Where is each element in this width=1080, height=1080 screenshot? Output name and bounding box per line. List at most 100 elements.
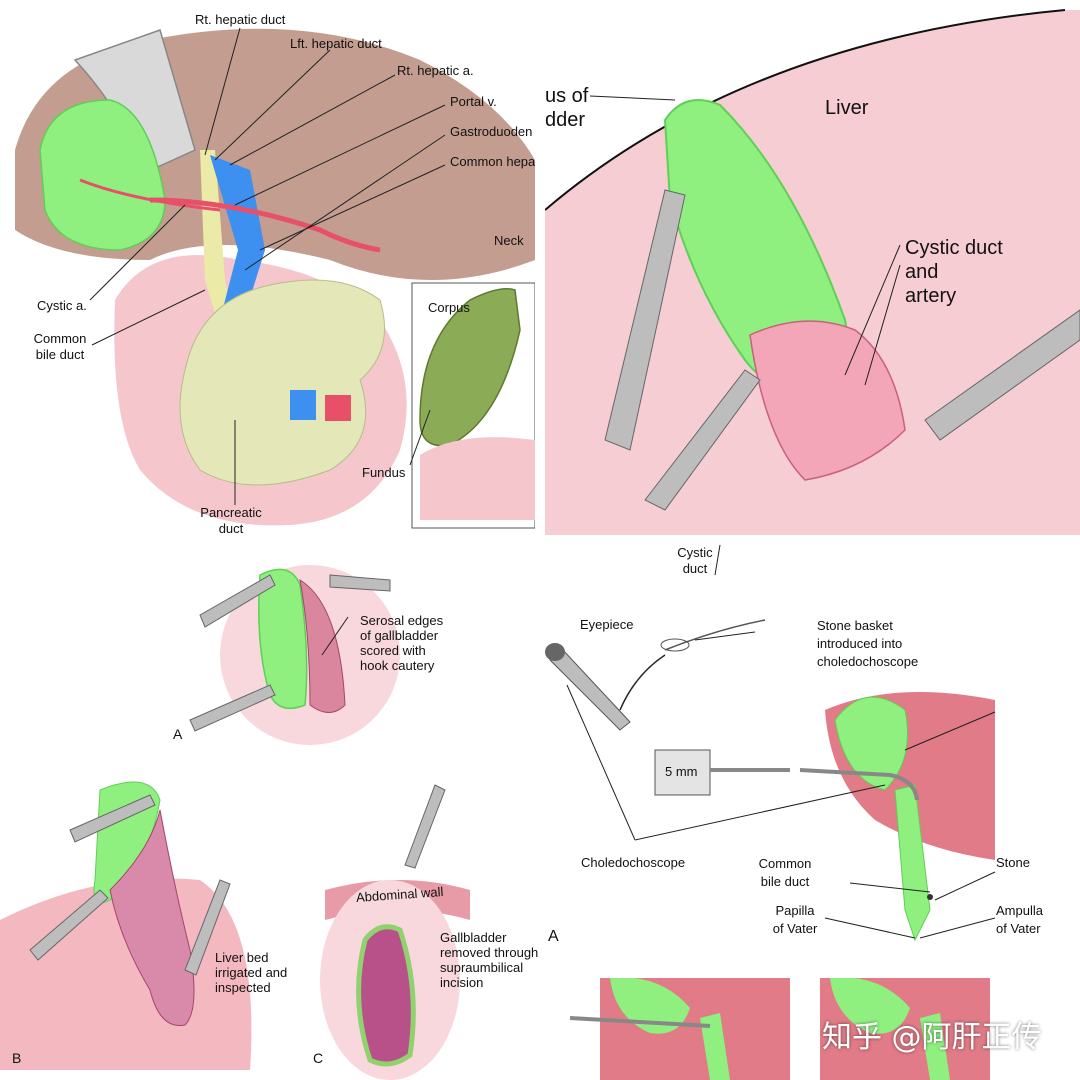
scope-body [549,649,631,731]
liver-flap-a [299,578,346,713]
label-cystic-duct-below: Cystic duct [665,545,725,577]
grasper-b-left [29,889,109,961]
dissector-left [644,369,761,511]
label-fundus-of-line2: dder [545,109,586,131]
gallbladder-wall-b [109,809,195,1027]
label-serosal-edges: Serosal edges of gallbladder scored with… [360,613,443,673]
anatomy-illustration [15,27,535,529]
grasper-a-left [199,574,276,628]
label-ampulla-line2: of Vater [996,921,1041,936]
label-ampulla-line1: Ampulla [996,903,1043,918]
label-cystic-duct-artery-line1: Cystic duct [905,237,1003,259]
label-cystic-duct-below-line1: Cystic [677,545,713,560]
clip-applier-right [924,309,1080,441]
label-papilla-line1: Papilla [775,903,815,918]
label-liver-bed: Liver bed irrigated and inspected [215,950,287,995]
label-liver-bed-line1: Liver bed [215,950,269,965]
label-serosal-line3: scored with [360,643,426,658]
anatomy-panel: Rt. hepatic duct Lft. hepatic duct Rt. h… [0,0,535,540]
label-common-bile-duct: Common bile duct [30,331,90,363]
tag-c: C [313,1050,324,1066]
label-liver: Liver [825,97,869,119]
label-eyepiece: Eyepiece [580,617,634,632]
label-cystic-duct-artery-line3: artery [905,285,957,307]
label-cbd-right-line2: bile duct [760,874,810,889]
label-cystic-a: Cystic a. [37,298,87,313]
label-fundus: Fundus [362,465,406,480]
strip-1-scope [570,1016,711,1028]
bottom-right-strip-2 [820,978,1080,1080]
grasper-left [604,189,686,451]
label-fundus-of-gallbladder: us of dder [545,84,588,132]
label-rt-hepatic-duct: Rt. hepatic duct [195,12,286,27]
stone-basket [660,638,690,652]
bottom-right-strip-1 [570,978,790,1080]
removal-panel: Abdominal wall Gallbladder removed throu… [310,780,545,1080]
label-serosal-line4: hook cautery [360,658,435,673]
strip-2-duct [920,1013,950,1080]
label-common-bile-duct-line1: Common [33,331,87,346]
label-serosal-line1: Serosal edges [360,613,444,628]
pancreas-shape [179,279,385,486]
grasper-a-right [329,574,391,592]
trocar-c [404,784,446,869]
hepatic-artery-shape [149,197,381,253]
cystic-duct-region [749,320,906,481]
inset-liver [420,437,535,520]
label-liver-bed-line3: inspected [215,980,271,995]
label-cystic-duct-artery: Cystic duct and artery [905,236,1003,308]
bile-duct-shape [200,150,235,330]
label-five-mm: 5 mm [665,764,698,779]
portal-vein-shape [210,155,265,330]
label-removed-line1: Gallbladder [440,930,507,945]
label-rt-hepatic-a: Rt. hepatic a. [397,63,474,78]
serosal-illustration [189,565,400,745]
label-cystic-duct-artery-line2: and [905,261,939,283]
liver-bed-illustration [0,781,252,1070]
eyepiece-shape [545,643,565,661]
label-common-hepa: Common hepa [450,154,535,169]
dissection-illustration [545,0,1080,576]
label-removed-line2: removed through [440,945,539,960]
tag-b: B [12,1050,22,1066]
tag-a-left: A [173,726,183,742]
hook-cautery-a [189,684,276,732]
serosal-panel: Serosal edges of gallbladder scored with… [160,545,480,745]
label-stone-basket: Stone basket introduced into choledochos… [817,617,918,671]
liver-bed-panel: Liver bed irrigated and inspected [0,770,310,1080]
artery-stub [325,395,351,421]
label-papilla-of-vater: Papilla of Vater [760,902,830,938]
label-removed-line4: incision [440,975,484,990]
label-removed-line3: supraumbilical [440,960,524,975]
label-liver-bed-line2: irrigated and [215,965,288,980]
label-choledochoscope: Choledochoscope [581,855,686,870]
label-portal-v: Portal v. [450,94,497,109]
strip-2-gallbladder [830,978,910,1034]
label-stone-basket-line3: choledochoscope [817,654,919,669]
label-neck: Neck [494,233,524,248]
label-fundus-of-line1: us of [545,85,589,107]
strip-1-illustration [570,978,790,1080]
label-pancreatic-duct-line2: duct [218,521,244,536]
label-common-bile-duct-right: Common bile duct [745,855,825,891]
vein-stub [290,390,316,420]
scope-connector [654,749,711,796]
irrigator-b [184,879,231,976]
choledochoscope-panel: Eyepiece Stone basket introduced into ch… [545,600,1080,960]
label-cystic-duct-below-line2: duct [682,561,708,576]
strip-2-illustration [820,978,990,1080]
label-papilla-line2: of Vater [772,921,818,936]
label-gallbladder-removed: Gallbladder removed through supraumbilic… [440,930,538,990]
removal-illustration [320,784,470,1080]
strip-1-duct [700,1013,730,1080]
gallbladder-shape [39,99,166,251]
label-common-bile-duct-line2: bile duct [35,347,85,362]
label-pancreatic-duct: Pancreatic duct [195,505,267,537]
liver-edge [545,9,1066,211]
serosal-leader [321,616,349,656]
gallbladder-shape-a [258,568,308,710]
stone-basket-wire [664,619,766,651]
scope-cable [710,768,919,801]
label-gastroduoden: Gastroduoden [450,124,533,139]
basket-arrow [619,654,666,711]
